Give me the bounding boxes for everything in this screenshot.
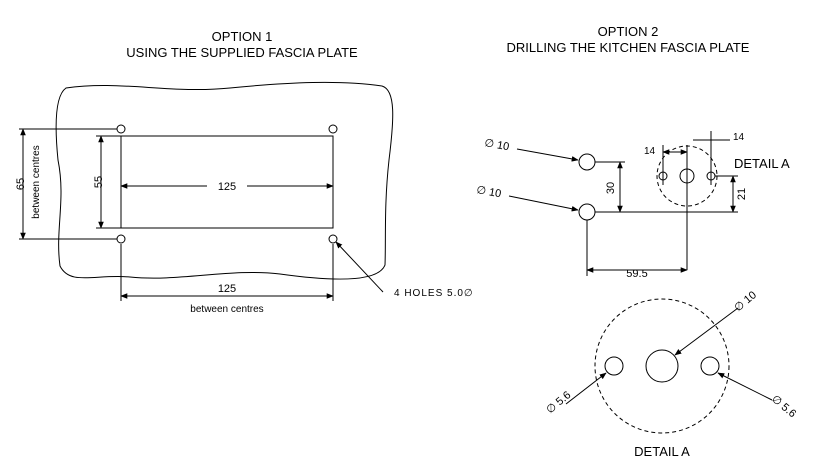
detail-a-caption: DETAIL A: [634, 444, 690, 459]
option1-heading: OPTION 1: [212, 29, 273, 44]
dim-55-label: 55: [93, 176, 105, 188]
dim-14-right-label: 14: [733, 132, 745, 143]
fascia-cutout-rect: [120, 135, 334, 229]
dia10-top-leader: [516, 148, 579, 162]
option2-drawing: OPTION 2 DRILLING THE KITCHEN FASCIA PLA…: [475, 24, 789, 280]
detail-dia10-leader: [674, 307, 739, 356]
dim-125-between-centres: between centres: [190, 304, 263, 315]
dim-59-5-label: 59.5: [626, 268, 647, 280]
dim-125-inner-label: 125: [218, 181, 236, 193]
dim-21-label: 21: [736, 188, 748, 200]
detail-a-outline: [594, 298, 730, 434]
dia10-bottom-label: ∅ 10: [475, 184, 502, 200]
detail-a-left-hole: [604, 356, 624, 376]
option1-drawing: OPTION 1 USING THE SUPPLIED FASCIA PLATE…: [15, 29, 474, 315]
detail-dia5-6-right-label: ∅ 5.6: [769, 393, 798, 420]
dim-65-label: 65: [15, 178, 27, 190]
detail-a-label: DETAIL A: [734, 156, 790, 171]
fascia-plate-outline: [55, 81, 394, 280]
detail-a-right-hole: [700, 356, 720, 376]
dim-65-between-centres: between centres: [31, 145, 42, 218]
hole-10-bottom: [578, 203, 596, 221]
detail-a-drawing: ∅ 10 ∅ 5.6 ∅ 5.6 DETAIL A: [544, 289, 798, 459]
dia10-top-label: ∅ 10: [483, 137, 510, 153]
mounting-hole-bottom-right: [328, 234, 338, 244]
holes-callout-label: 4 HOLES 5.0∅: [394, 288, 474, 299]
detail-dia5-6-left-label: ∅ 5.6: [544, 389, 573, 416]
detail-dia5-6-left-leader: [565, 372, 607, 405]
mounting-hole-top-left: [116, 124, 126, 134]
dim-14-left-label: 14: [644, 146, 656, 157]
dim-30-label: 30: [605, 182, 617, 194]
detail-dia5-6-right-leader: [717, 372, 773, 401]
detail-a-center-hole: [645, 349, 679, 383]
option2-heading: OPTION 2: [598, 24, 659, 39]
detail-dia10-label: ∅ 10: [732, 289, 759, 314]
option1-subheading: USING THE SUPPLIED FASCIA PLATE: [126, 45, 358, 60]
hole-10-top: [578, 153, 596, 171]
mounting-hole-top-right: [328, 124, 338, 134]
option2-subheading: DRILLING THE KITCHEN FASCIA PLATE: [507, 40, 750, 55]
holes-callout-leader: [335, 241, 384, 293]
dia10-bottom-leader: [508, 195, 579, 212]
dim-125-outer-label: 125: [218, 283, 236, 295]
mounting-hole-bottom-left: [116, 234, 126, 244]
